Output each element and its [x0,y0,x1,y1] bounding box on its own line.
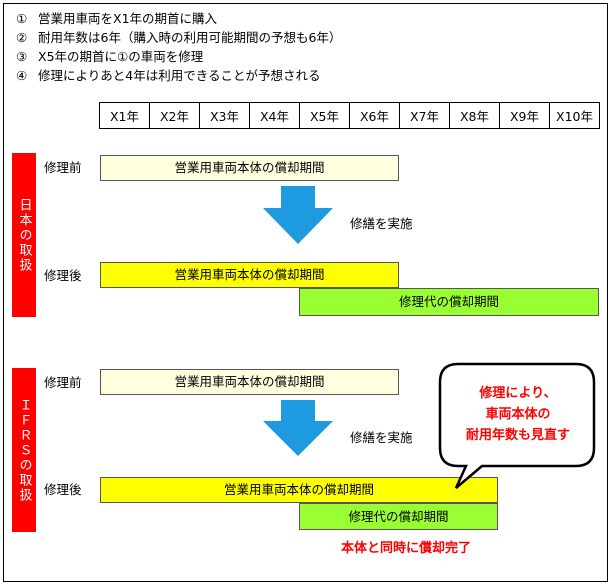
japan-side-label-text: 日本の取扱 [16,197,32,273]
year-cell: X5年 [299,102,350,129]
note-3: ③ X5年の期首に①の車両を修理 [16,48,203,66]
year-header-table: X1年 X2年 X3年 X4年 X5年 X6年 X7年 X8年 X9年 X10年 [99,102,600,129]
japan-before-vehicle-bar: 営業用車両本体の償却期間 [100,155,399,181]
ifrs-before-label: 修理前 [44,375,82,390]
ifrs-after-vehicle-bar: 営業用車両本体の償却期間 [100,477,498,503]
year-cell: X7年 [399,102,450,129]
year-cell: X9年 [499,102,550,129]
year-cell: X2年 [149,102,200,129]
note-number: ④ [16,68,28,83]
note-2: ② 耐用年数は6年（購入時の利用可能期間の予想も6年） [16,29,341,47]
japan-arrow-label: 修繕を実施 [350,216,413,231]
japan-after-vehicle-bar: 営業用車両本体の償却期間 [100,262,399,288]
year-cell: X10年 [549,102,600,129]
note-number: ② [16,30,28,45]
speech-bubble-icon [438,362,596,489]
japan-after-label: 修理後 [44,268,82,283]
note-text: 耐用年数は6年（購入時の利用可能期間の予想も6年） [38,30,342,45]
year-cell: X8年 [449,102,500,129]
ifrs-side-label: ＩＦＲＳの取扱 [12,368,36,532]
note-text: 営業用車両をX1年の期首に購入 [38,11,218,26]
diagram-frame [3,3,608,582]
year-cell: X6年 [349,102,400,129]
ifrs-arrow-label: 修繕を実施 [350,430,413,445]
year-cell: X3年 [199,102,250,129]
note-4: ④ 修理によりあと4年は利用できることが予想される [16,67,320,85]
callout-text: 修理により、 車両本体の 耐用年数も見直す [446,383,590,446]
note-number: ③ [16,49,28,64]
callout-line: 修理により、 [479,386,557,401]
ifrs-down-arrow-icon [263,400,333,456]
ifrs-after-label: 修理後 [44,482,82,497]
japan-side-label: 日本の取扱 [12,153,36,317]
callout-line: 車両本体の [485,407,551,422]
ifrs-repair-bar: 修理代の償却期間 [299,503,498,530]
ifrs-side-label-text: ＩＦＲＳの取扱 [16,397,32,503]
note-text: 修理によりあと4年は利用できることが予想される [38,68,321,83]
note-number: ① [16,11,28,26]
japan-before-label: 修理前 [44,160,82,175]
note-1: ① 営業用車両をX1年の期首に購入 [16,10,217,28]
year-cell: X4年 [249,102,300,129]
completion-note: 本体と同時に償却完了 [341,541,472,556]
ifrs-before-vehicle-bar: 営業用車両本体の償却期間 [100,369,399,395]
japan-repair-bar: 修理代の償却期間 [299,288,599,316]
note-text: X5年の期首に①の車両を修理 [38,49,204,64]
japan-down-arrow-icon [263,186,333,244]
callout-line: 耐用年数も見直す [465,428,570,443]
year-cell: X1年 [99,102,150,129]
